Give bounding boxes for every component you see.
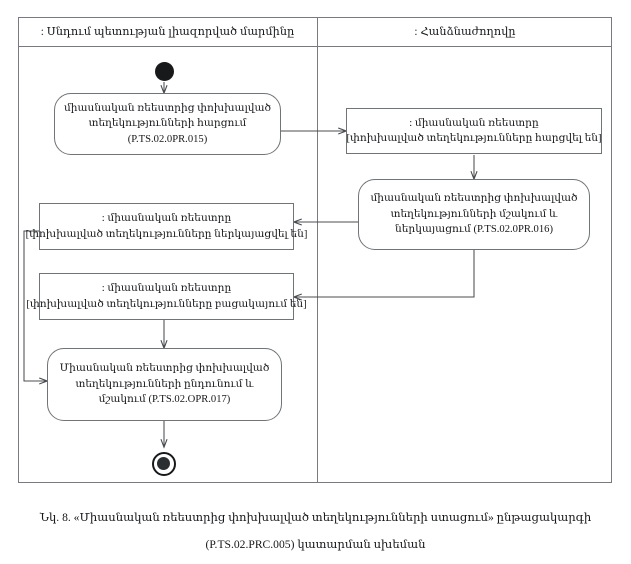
activity-receive-line-1: Միասնական ռեեստրից փոխխալված — [59, 363, 270, 375]
figure-caption-line-2: (P.TS.02.PRC.005) կատարման սխեման — [205, 538, 426, 551]
swimlane-vertical-divider — [317, 17, 318, 483]
object-registry-requested[interactable]: : միասնական ռեեստրը [փոխխալված տեղեկությ… — [346, 108, 602, 154]
final-node — [152, 452, 176, 476]
swimlane-title-right: : Հանձնաժողովը — [414, 26, 516, 38]
activity-request-line-2: տեղեկությունների հարցում — [88, 118, 247, 130]
swimlane-header-divider — [18, 46, 612, 47]
object-requested-line-1: : միասնական ռեեստրը — [409, 117, 539, 129]
activity-receive-and-process[interactable]: Միասնական ռեեստրից փոխխալված տեղեկությու… — [47, 348, 282, 421]
object-requested-line-2: [փոխխալված տեղեկությունները հարցվել են] — [346, 133, 602, 144]
object-absent-line-1: : միասնական ռեեստրը — [101, 283, 232, 294]
activity-request-code: (P.TS.02.0PR.015) — [127, 133, 208, 145]
object-registry-absent[interactable]: : միասնական ռեեստրը [փոխխալված տեղեկությ… — [26, 273, 307, 320]
object-presented-line-1: : միասնական ռեեստրը — [101, 213, 232, 224]
object-presented-line-2: [փոխխալված տեղեկությունները ներկայացվել … — [25, 228, 308, 240]
initial-node — [155, 62, 174, 81]
swimlane-title-left: : Սնդում պետության լիազորված մարմինը — [40, 26, 295, 38]
activity-receive-line-2: տեղեկությունների ընդունում և — [75, 378, 254, 390]
activity-process-and-present[interactable]: միասնական ռեեստրից փոխխալված տեղեկությու… — [358, 179, 590, 250]
activity-process-code: ներկայացում (P.TS.02.0PR.016) — [395, 224, 553, 236]
activity-process-line-1: միասնական ռեեստրից փոխխալված — [370, 193, 578, 205]
activity-request-information[interactable]: միասնական ռեեստրից փոխխալված տեղեկությու… — [54, 93, 281, 155]
figure-caption-line-1: Նկ. 8. «Միասնական ռեեստրից փոխխալված տեղ… — [39, 511, 592, 524]
activity-request-line-1: միասնական ռեեստրից փոխխալված — [63, 102, 272, 114]
activity-receive-code: մշակում (P.TS.02.OPR.017) — [98, 394, 231, 406]
object-absent-line-2: [փոխխալված տեղեկությունները բացակայում ե… — [26, 298, 307, 310]
object-registry-presented[interactable]: : միասնական ռեեստրը [փոխխալված տեղեկությ… — [26, 203, 307, 250]
figure-caption: Նկ. 8. «Միասնական ռեեստրից փոխխալված տեղ… — [14, 504, 617, 558]
activity-process-line-2: տեղեկությունների մշակում և — [390, 208, 558, 220]
